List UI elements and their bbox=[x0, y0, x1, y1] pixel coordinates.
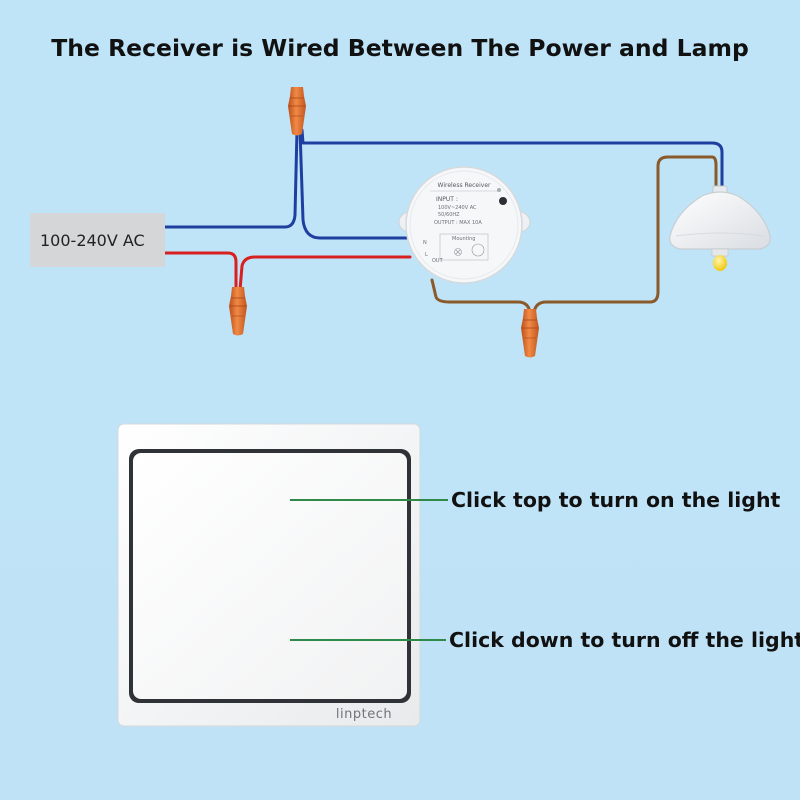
callout-bottom: Click down to turn off the light bbox=[290, 628, 800, 652]
receiver-mounting-label: Mounting bbox=[452, 236, 475, 242]
power-source-label: 100-240V AC bbox=[40, 231, 145, 250]
callout-bottom-label: Click down to turn off the light bbox=[449, 628, 800, 652]
receiver-input-voltage: 100V~240V AC bbox=[438, 205, 477, 211]
live-wire-receiver bbox=[238, 255, 412, 292]
receiver-input-label: INPUT : bbox=[436, 196, 458, 203]
neutral-wire-lamp bbox=[300, 128, 724, 196]
ceiling-lamp-icon bbox=[669, 185, 771, 271]
wires bbox=[163, 128, 724, 314]
receiver-terminal-out: OUT bbox=[432, 258, 444, 264]
callout-top-label: Click top to turn on the light bbox=[451, 488, 781, 512]
neutral-wire-receiver bbox=[298, 128, 412, 240]
receiver-name: Wireless Receiver bbox=[438, 182, 492, 189]
receiver-input-frequency: 50/60HZ bbox=[438, 212, 460, 218]
wireless-receiver-icon: Wireless Receiver INPUT : 100V~240V AC 5… bbox=[398, 166, 531, 284]
callout-top: Click top to turn on the light bbox=[290, 488, 781, 512]
load-wire-lamp bbox=[532, 155, 718, 314]
receiver-terminal-l: L bbox=[425, 252, 428, 258]
power-source: 100-240V AC bbox=[30, 213, 165, 267]
switch-rocker[interactable] bbox=[133, 453, 407, 699]
receiver-button-icon bbox=[499, 197, 507, 205]
neutral-wire-power bbox=[163, 128, 299, 229]
receiver-output-label: OUTPUT : MAX 10A bbox=[434, 220, 482, 226]
switch-bottom-half[interactable] bbox=[133, 576, 407, 699]
receiver-terminal-n: N bbox=[423, 240, 427, 246]
switch-top-half[interactable] bbox=[133, 453, 407, 576]
wall-switch-icon: linptech bbox=[117, 423, 421, 727]
switch-brand-logo: linptech bbox=[336, 707, 392, 722]
receiver-led-icon bbox=[497, 188, 501, 192]
load-wire-receiver bbox=[430, 278, 532, 314]
page-title: The Receiver is Wired Between The Power … bbox=[51, 34, 749, 62]
live-wire-power bbox=[163, 251, 238, 292]
power-source-box bbox=[30, 213, 165, 267]
bulb-icon bbox=[713, 255, 727, 271]
